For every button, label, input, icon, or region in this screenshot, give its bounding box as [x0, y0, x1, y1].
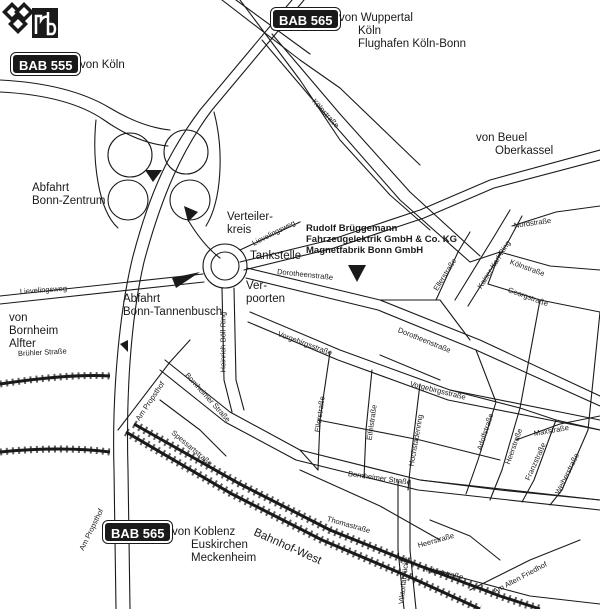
shield-bab565-bottom: BAB 565 [101, 520, 174, 544]
label-company: Rudolf Brüggemann Fahrzeugelektrik GmbH … [306, 223, 457, 256]
vorgebirgsstrasse-road-edge [247, 321, 600, 431]
verteilerkreis-roundabout [210, 251, 240, 281]
lievelingsweg-west-road-edge [0, 281, 205, 305]
heerstrasse-road [489, 407, 521, 501]
am-propsthof-road [117, 339, 191, 431]
bornheimer-strasse-road-edge [159, 369, 600, 511]
lievelingsweg-ne-road [239, 221, 301, 251]
railways [0, 371, 542, 609]
dorotheenstrasse-road-edge [245, 277, 600, 407]
label-verteilerkreis: Verteiler- kreis [227, 211, 274, 237]
verteilerkreis-roundabout-outer [202, 243, 248, 289]
triangle-pointer-icon [120, 340, 128, 352]
eifelstrasse-road [363, 369, 373, 479]
cloverleaf-loop-sw [107, 179, 149, 221]
label-from-koeln: von Köln [80, 59, 125, 71]
railway-main-2-dash [123, 428, 482, 609]
motorway-a565-west-edge [113, 0, 293, 609]
franzstrasse-road [521, 419, 557, 503]
thomastrasse-road [299, 469, 441, 541]
label-from-koblenz: von Koblenz Euskirchen Meckenheim [172, 526, 257, 565]
triangle-pointer-icon [145, 170, 162, 182]
rb-logo [2, 2, 58, 38]
adolfstrasse-road [465, 401, 497, 495]
railway-main-dash [132, 420, 542, 609]
label-abfahrt-bonn-tannenbusch: Abfahrt Bonn-Tannenbusch [123, 293, 223, 319]
label-verpoorten: Ver- poorten [246, 280, 286, 306]
ellerstrasse-north-road [435, 231, 471, 301]
heinrich-boell-ring-road [221, 287, 233, 413]
heerstrasse-south-road [429, 519, 501, 561]
cloverleaf-ring [94, 111, 221, 229]
block-outlines [299, 251, 600, 501]
railway-middle-dash [0, 445, 111, 456]
hochstadenring-road [407, 383, 421, 491]
railway-upper-dash [0, 371, 111, 388]
lievelingsweg-west-road [0, 273, 204, 297]
dorotheenstrasse-road [246, 267, 600, 397]
triangle-pointer-icon [348, 265, 366, 282]
ramp-to-verteilerkreis [187, 219, 221, 259]
cloverleaf-loop-ne [163, 129, 209, 175]
road-to-beuel [239, 149, 600, 263]
label-from-wuppertal: von Wuppertal Köln Flughafen Köln-Bonn [339, 12, 467, 51]
road-to-beuel-edge [243, 159, 600, 271]
koelnstrasse-road [261, 39, 471, 263]
motorway-a555-south-edge [0, 91, 169, 147]
vorgebirgsstrasse-road [249, 311, 600, 421]
heinrich-boell-ring-road-edge [233, 287, 245, 411]
motorway-a555-north-edge [0, 79, 171, 131]
pointer-triangles [120, 170, 366, 352]
triangle-pointer-icon [172, 272, 200, 288]
cloverleaf-loop-nw [107, 132, 153, 178]
nordstrasse-road [511, 205, 600, 227]
triangle-pointer-icon [184, 206, 198, 222]
koelnstrasse-east-road [499, 251, 600, 271]
shield-bab565-top: BAB 565 [269, 7, 342, 31]
am-alten-friedhof-road [469, 539, 581, 591]
kaiser-karl-ring-road [454, 209, 511, 301]
weiherstrasse-road [549, 429, 589, 506]
viktoriabruecke-road [397, 479, 405, 609]
koelnstrasse-road-edge [271, 33, 481, 257]
street-heinrich-boell-ring: Heinrich-Böll-Ring [218, 311, 228, 373]
rabinstrasse-road [399, 559, 600, 605]
spessartstrasse-road [159, 399, 227, 457]
label-tankstelle: Tankstelle [250, 250, 302, 262]
road-to-wuppertal [221, 0, 421, 166]
maxstrasse-road [515, 415, 600, 441]
viktoriabruecke-road-edge [409, 479, 417, 609]
label-from-bornheim: von Bornheim Alfter [9, 312, 59, 351]
shield-bab555-left: BAB 555 [9, 52, 82, 76]
ramp-from-koelnstrasse [239, 0, 431, 231]
label-from-beuel: von Beuel Oberkassel [476, 132, 554, 158]
label-abfahrt-bonn-zentrum: Abfahrt Bonn-Zentrum [32, 182, 106, 208]
